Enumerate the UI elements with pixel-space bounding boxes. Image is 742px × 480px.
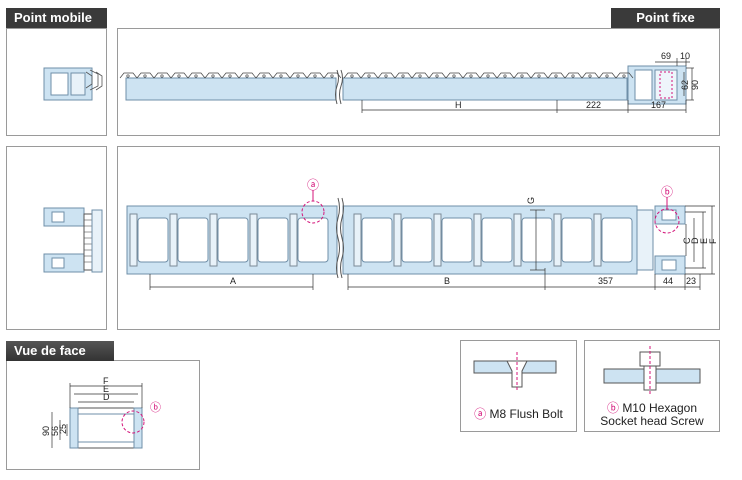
mid-left-panel — [6, 146, 107, 330]
front-view-panel — [6, 360, 200, 470]
top-main-panel — [117, 28, 720, 136]
point-fixe-label: Point fixe — [611, 8, 720, 28]
point-mobile-label: Point mobile — [6, 8, 107, 28]
top-left-panel — [6, 28, 107, 136]
vue-de-face-label: Vue de face — [6, 341, 114, 361]
mid-main-panel — [117, 146, 720, 330]
legend-b-caption: ⓑ M10 Hexagon Socket head Screw — [600, 401, 704, 428]
legend-a-caption: ⓐ M8 Flush Bolt — [474, 407, 563, 421]
